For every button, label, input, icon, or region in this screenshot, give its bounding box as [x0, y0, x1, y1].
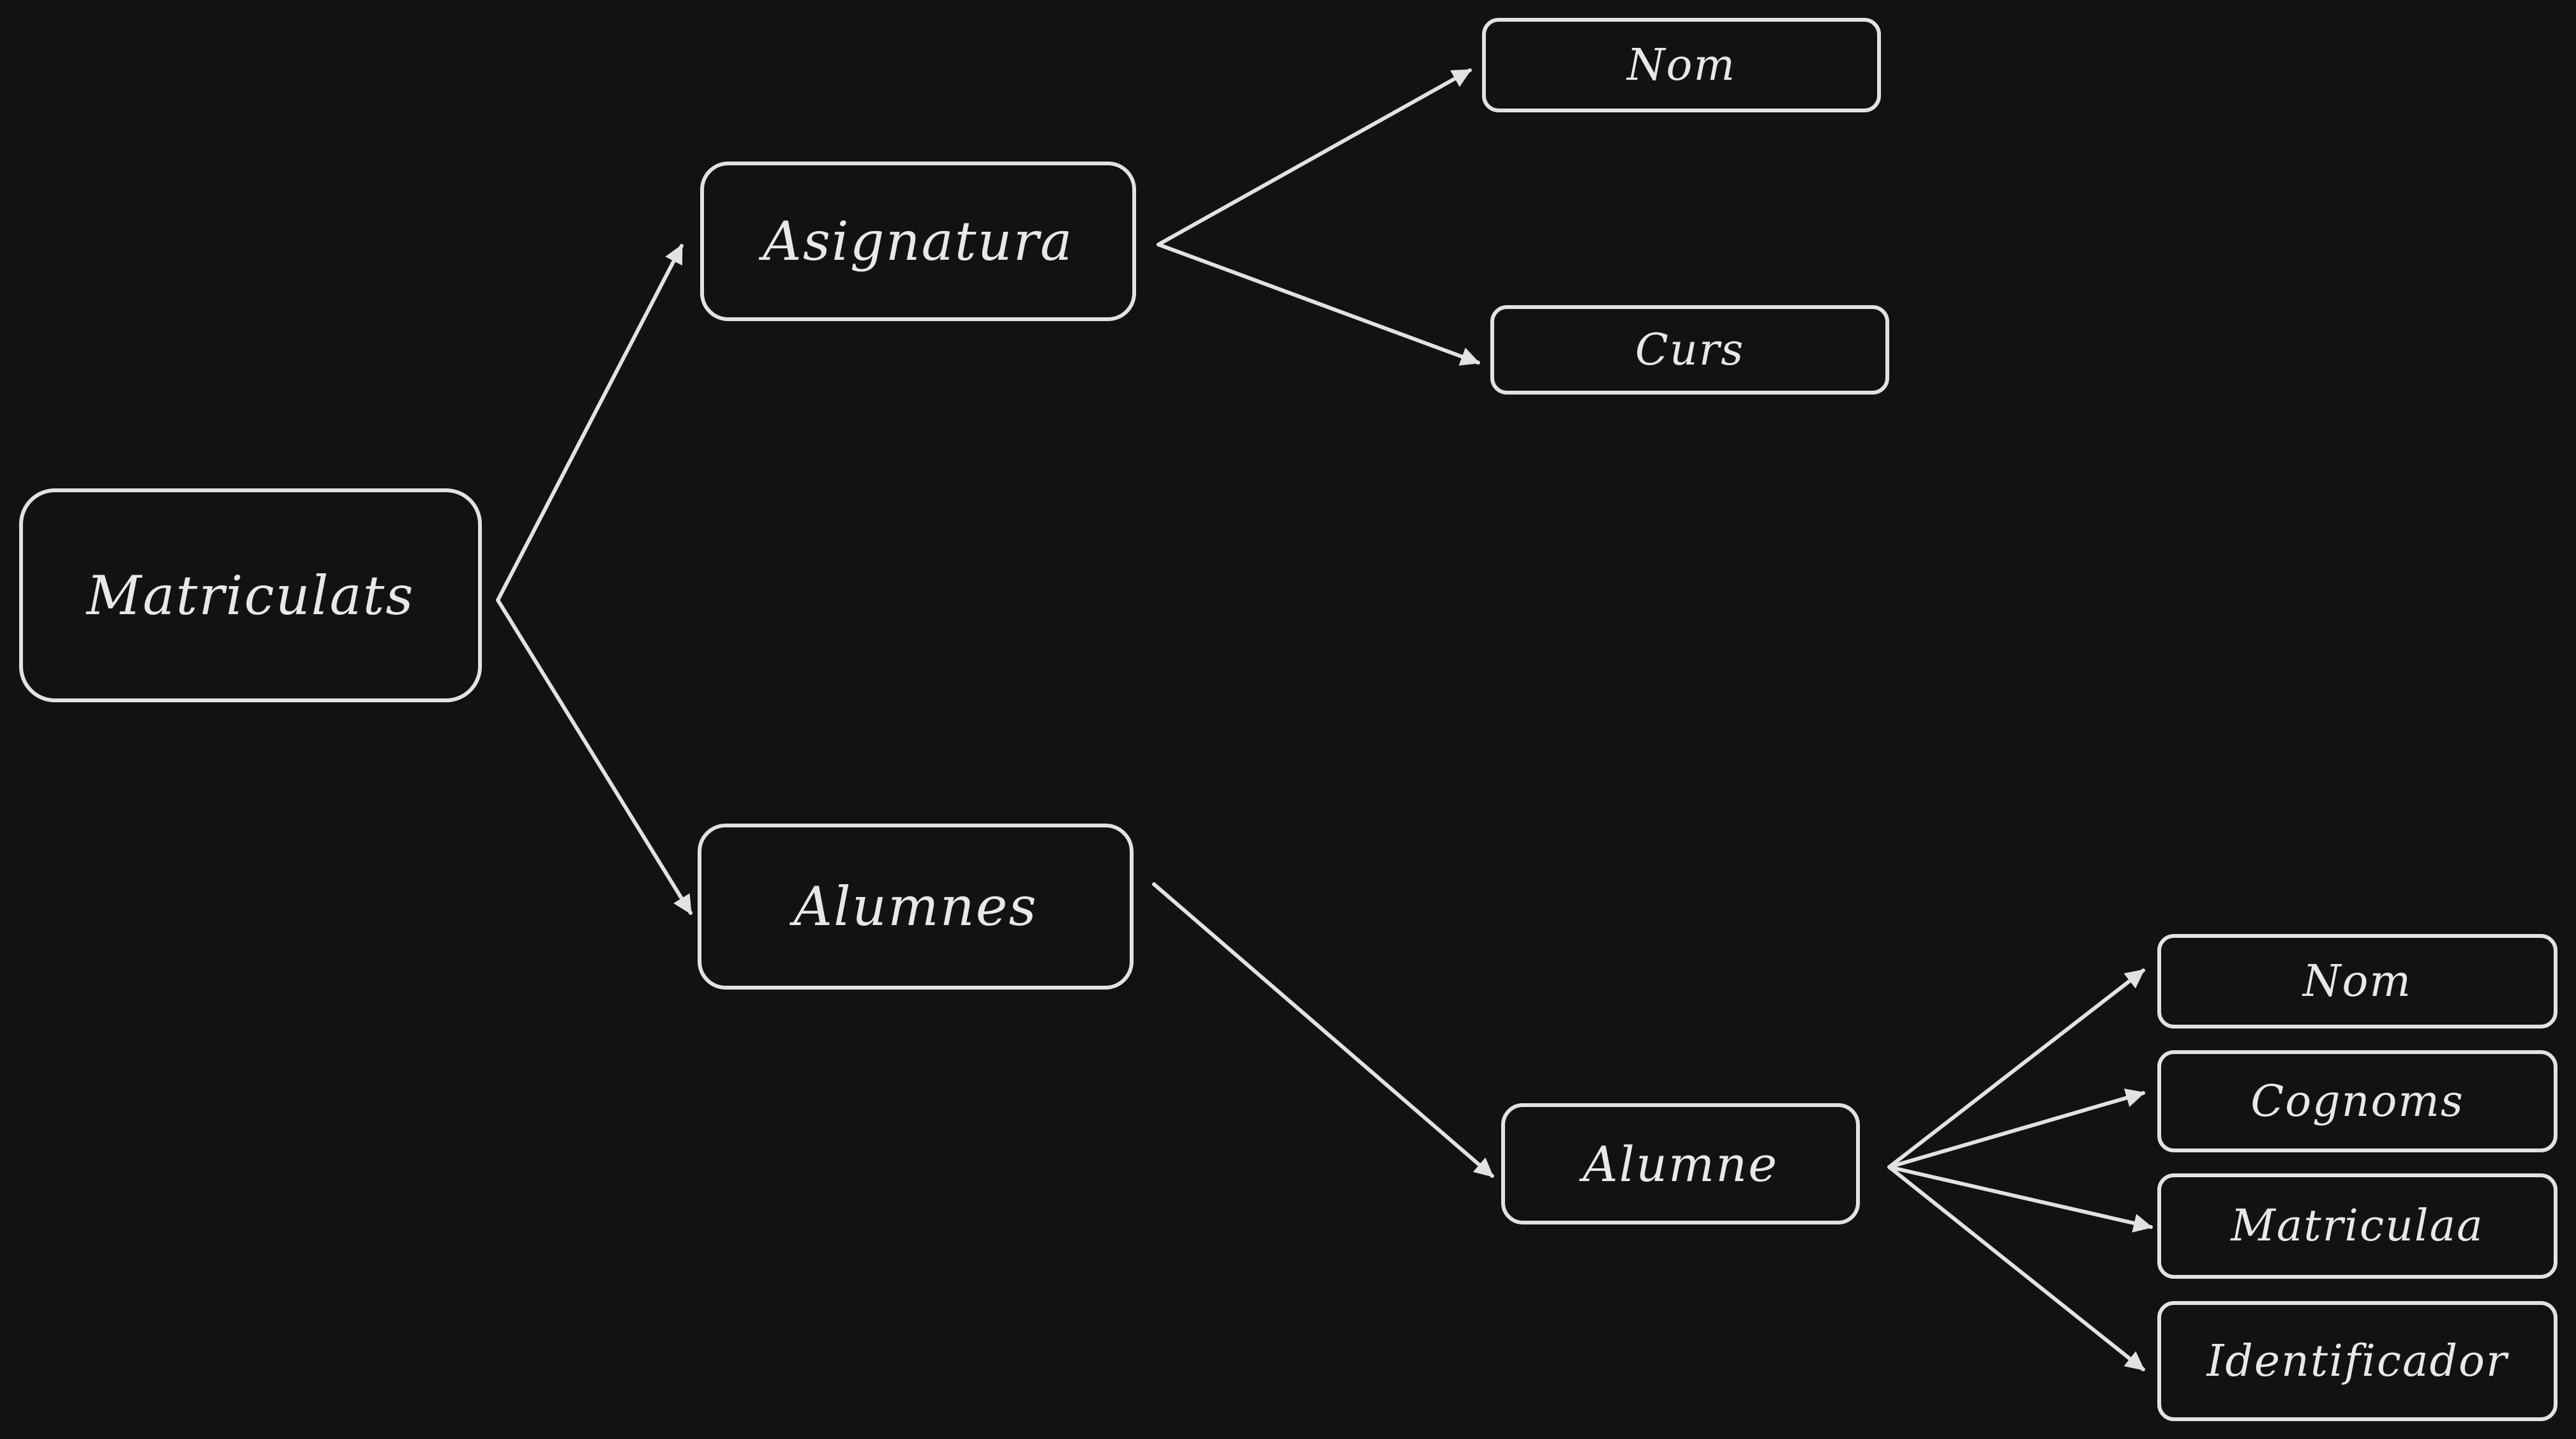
node-alumne-identificador[interactable]: Identificador — [2157, 1301, 2557, 1421]
node-alumne-matricula[interactable]: Matriculaa — [2157, 1173, 2557, 1279]
node-alumne-label: Alumne — [1582, 1135, 1779, 1193]
edge-asignatura-nom — [1157, 68, 1472, 246]
node-asignatura-curs[interactable]: Curs — [1490, 305, 1889, 395]
node-alumne-nom[interactable]: Nom — [2157, 934, 2557, 1028]
edge-alumne-nom — [1887, 968, 2145, 1169]
node-alumnes-label: Alumnes — [793, 875, 1038, 938]
node-asignatura-nom[interactable]: Nom — [1482, 18, 1881, 112]
edge-matriculats-asignatura — [496, 244, 684, 602]
node-alumne-cognoms[interactable]: Cognoms — [2157, 1050, 2557, 1152]
edge-matriculats-alumnes — [496, 598, 693, 915]
node-asignatura-nom-label: Nom — [1627, 40, 1736, 91]
node-alumne-cognoms-label: Cognoms — [2250, 1076, 2464, 1127]
edge-alumnes-alumne — [1152, 882, 1494, 1178]
node-matriculats[interactable]: Matriculats — [19, 488, 482, 702]
node-asignatura-label: Asignatura — [763, 210, 1074, 273]
node-matriculats-label: Matriculats — [86, 564, 415, 627]
edge-alumne-cognoms — [1887, 1089, 2145, 1169]
node-asignatura-curs-label: Curs — [1635, 324, 1745, 375]
node-alumne-identificador-label: Identificador — [2206, 1336, 2508, 1387]
node-asignatura[interactable]: Asignatura — [700, 162, 1136, 321]
edge-asignatura-curs — [1157, 243, 1480, 366]
node-alumne-nom-label: Nom — [2303, 956, 2412, 1007]
edge-alumne-matricula — [1887, 1165, 2153, 1233]
node-alumnes[interactable]: Alumnes — [698, 824, 1134, 990]
edge-alumne-identificador — [1887, 1165, 2145, 1371]
node-alumne[interactable]: Alumne — [1501, 1103, 1860, 1224]
node-alumne-matricula-label: Matriculaa — [2231, 1201, 2484, 1251]
